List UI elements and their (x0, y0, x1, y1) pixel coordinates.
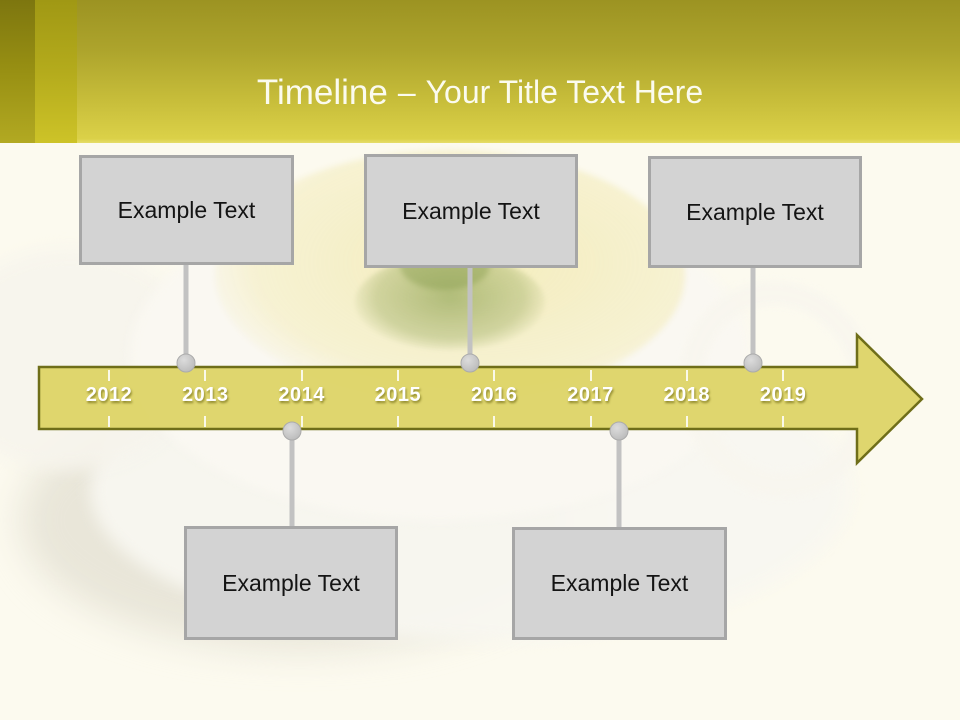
year-tick (396, 370, 399, 381)
title-subtitle-text: Your Title Text Here (425, 74, 704, 111)
accent-strip-dark (0, 0, 35, 143)
year-tick (493, 416, 496, 427)
example-text-box-top-2[interactable]: Example Text (364, 154, 578, 268)
year-tick (589, 370, 592, 381)
year-tick (396, 416, 399, 427)
year-tick (589, 416, 592, 427)
example-text-label: Example Text (222, 569, 360, 596)
title-banner: Timeline – Your Title Text Here (0, 0, 960, 143)
example-text-box-top-3[interactable]: Example Text (648, 156, 862, 268)
example-text-label: Example Text (117, 196, 256, 223)
slide-title[interactable]: Timeline – Your Title Text Here (0, 0, 960, 110)
example-text-box-bottom-2[interactable]: Example Text (512, 527, 727, 640)
connector-line (616, 430, 622, 528)
timeline-arrow-shape[interactable] (37, 332, 924, 466)
accent-strip-medium (35, 0, 77, 143)
connector-dot (282, 421, 302, 441)
year-tick (685, 416, 688, 427)
year-label[interactable]: 2015 (374, 384, 422, 406)
year-tick (204, 416, 207, 427)
year-label[interactable]: 2018 (663, 384, 711, 406)
title-separator: – (397, 74, 416, 111)
example-text-label: Example Text (686, 198, 824, 225)
year-tick (300, 416, 303, 427)
example-text-box-bottom-1[interactable]: Example Text (184, 526, 398, 640)
example-text-box-top-1[interactable]: Example Text (79, 155, 294, 265)
connector-dot (609, 421, 629, 441)
connector-line (289, 430, 295, 527)
example-text-label: Example Text (550, 570, 689, 596)
year-tick (108, 370, 110, 381)
connector-line (183, 265, 189, 364)
year-label[interactable]: 2013 (182, 384, 229, 406)
year-label[interactable]: 2012 (85, 384, 133, 406)
year-tick (204, 370, 207, 381)
title-main-text: Timeline (256, 73, 388, 112)
year-tick (300, 370, 303, 381)
connector-line (750, 268, 756, 364)
year-label[interactable]: 2014 (278, 384, 325, 406)
connector-dot (743, 353, 763, 373)
parsley-garnish-shape (355, 255, 545, 350)
year-label[interactable]: 2017 (567, 384, 614, 406)
connector-dot (176, 353, 196, 373)
year-tick (685, 370, 688, 381)
year-label[interactable]: 2019 (759, 384, 807, 406)
year-label[interactable]: 2016 (470, 384, 518, 406)
example-text-label: Example Text (402, 197, 540, 224)
connector-dot (460, 353, 480, 373)
year-tick (108, 416, 110, 427)
year-tick (782, 416, 785, 427)
year-tick (493, 370, 496, 381)
year-tick (782, 370, 785, 381)
connector-line (467, 268, 473, 364)
